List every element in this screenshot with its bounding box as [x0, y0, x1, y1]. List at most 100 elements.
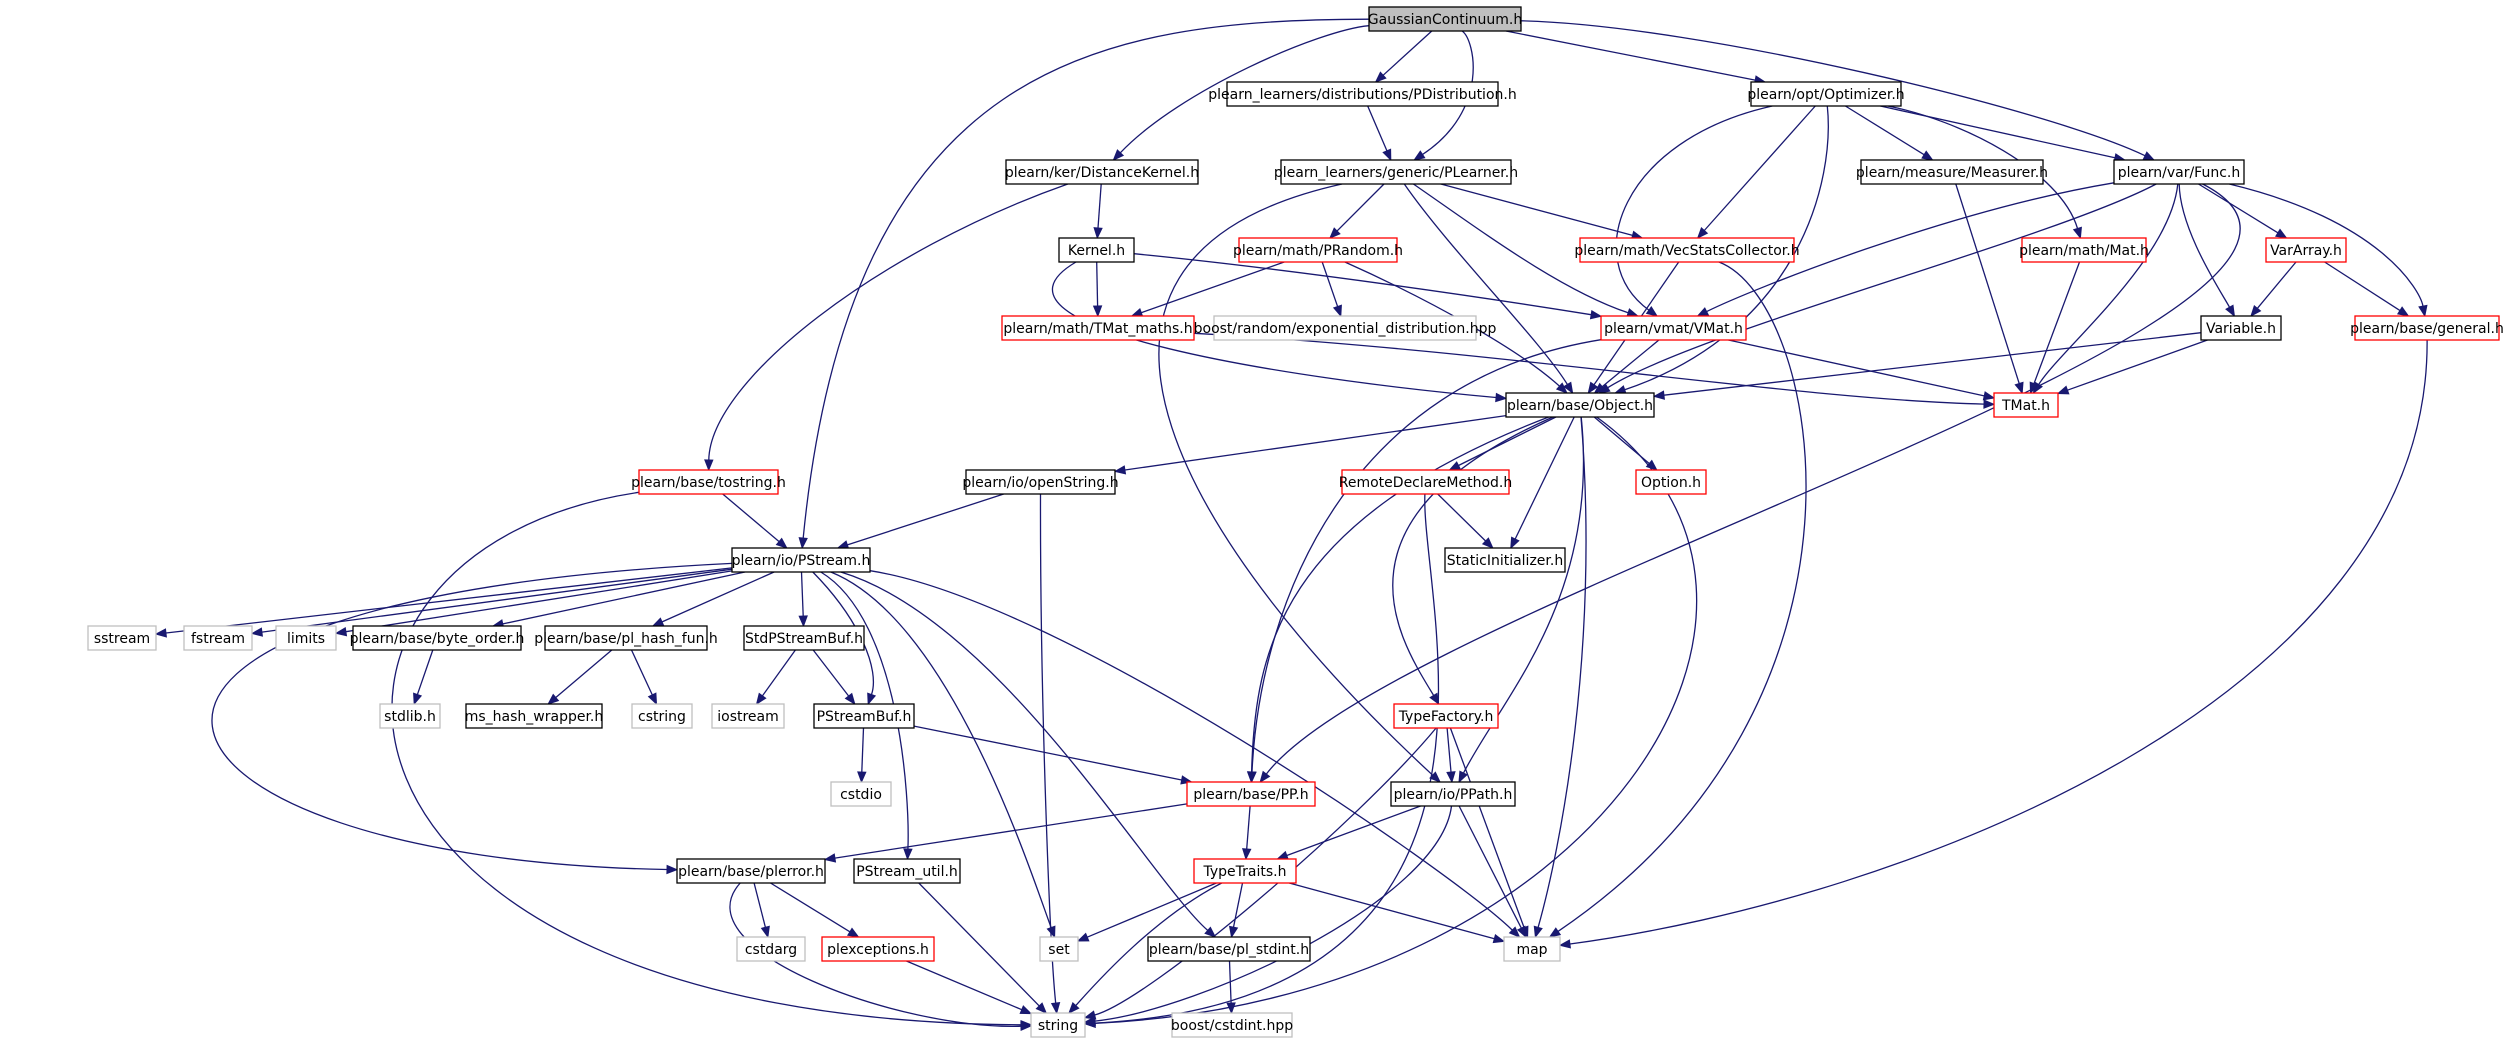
node-label: TMat.h: [2001, 398, 2050, 414]
node-label: TypeTraits.h: [1203, 864, 1287, 880]
edge-general-to-map: [1558, 339, 2428, 949]
edge-pstream-buf-to-cstdio: [857, 727, 867, 784]
node-box: [1039, 936, 1079, 962]
node-plexceptions[interactable]: plexceptions.h: [821, 936, 935, 962]
node-box: [352, 625, 522, 651]
node-box: [1341, 469, 1510, 495]
edge-type-factory-to-string: [1083, 727, 1437, 1020]
edge-byte-order-to-stdlib: [413, 649, 434, 706]
node-string: string: [1030, 1012, 1086, 1038]
edge-optimizer-to-measurer: [1845, 105, 1934, 161]
node-func[interactable]: plearn/var/Func.h: [2113, 159, 2245, 185]
edge-object-to-string: [1083, 416, 1698, 1029]
node-pdistribution[interactable]: plearn_learners/distributions/PDistribut…: [1208, 81, 1517, 107]
edge-tmat-maths-to-tmat: [1193, 332, 1996, 409]
node-box: [2200, 315, 2282, 341]
edge-type-traits-to-set: [1076, 882, 1217, 942]
node-box: [544, 625, 708, 651]
node-label: plearn/measure/Measurer.h: [1856, 165, 2048, 181]
node-optimizer[interactable]: plearn/opt/Optimizer.h: [1747, 81, 1905, 107]
node-label: plearn/base/pl_hash_fun.h: [534, 631, 718, 647]
node-label: plearn/base/general.h: [2350, 321, 2504, 337]
node-pstream-buf[interactable]: PStreamBuf.h: [813, 703, 915, 729]
node-label: plearn/math/TMat_maths.h: [1003, 321, 1192, 337]
graph-edges: [154, 18, 2428, 1031]
edge-plearner-to-vec-stats-collector: [1440, 183, 1644, 240]
node-mat[interactable]: plearn/math/Mat.h: [2019, 237, 2149, 263]
node-box: [743, 625, 865, 651]
node-pl-hash-fun[interactable]: plearn/base/pl_hash_fun.h: [534, 625, 718, 651]
edge-pl-hash-fun-to-ms-hash-wrapper: [547, 649, 613, 705]
edge-object-to-open-string: [1113, 414, 1507, 475]
edge-measurer-to-tmat: [1955, 183, 2024, 395]
node-box: [1860, 159, 2044, 185]
edge-func-to-pp: [1259, 183, 2241, 784]
node-variable[interactable]: Variable.h: [2200, 315, 2282, 341]
node-ppath[interactable]: plearn/io/PPath.h: [1390, 781, 1516, 807]
node-option[interactable]: Option.h: [1635, 469, 1707, 495]
edge-pstream-to-limits: [334, 570, 733, 637]
node-cstdio: cstdio: [830, 781, 892, 807]
node-box: [275, 625, 337, 651]
node-type-traits[interactable]: TypeTraits.h: [1193, 858, 1297, 884]
node-kernel[interactable]: Kernel.h: [1058, 237, 1135, 263]
node-plerror[interactable]: plearn/base/plerror.h: [676, 858, 826, 884]
edge-type-traits-to-map: [1289, 882, 1506, 944]
edge-type-factory-to-map: [1449, 727, 1529, 939]
node-label: plearn/opt/Optimizer.h: [1747, 87, 1904, 103]
node-remote-declare-method[interactable]: RemoteDeclareMethod.h: [1339, 469, 1512, 495]
node-ms-hash-wrapper[interactable]: ms_hash_wrapper.h: [465, 703, 604, 729]
node-tmat-maths[interactable]: plearn/math/TMat_maths.h: [1001, 315, 1195, 341]
edge-std-pstream-buf-to-iostream: [755, 649, 796, 706]
node-label: plearn/io/PStream.h: [732, 553, 871, 569]
node-general[interactable]: plearn/base/general.h: [2350, 315, 2504, 341]
edge-gaussian-continuum-to-pdistribution: [1374, 30, 1433, 83]
edge-vmat-to-object: [1593, 339, 1660, 394]
node-pstream-util[interactable]: PStream_util.h: [853, 858, 961, 884]
edge-tostring-to-pstream: [722, 493, 788, 549]
node-measurer[interactable]: plearn/measure/Measurer.h: [1856, 159, 2048, 185]
edge-plerror-to-string: [729, 882, 1033, 1031]
node-plearner[interactable]: plearn_learners/generic/PLearner.h: [1274, 159, 1518, 185]
node-label: GaussianContinuum.h: [1368, 12, 1522, 28]
node-box: [1505, 392, 1655, 418]
node-box: [1750, 81, 1902, 107]
node-distance-kernel[interactable]: plearn/ker/DistanceKernel.h: [1005, 159, 1199, 185]
node-static-initializer[interactable]: StaticInitializer.h: [1444, 547, 1566, 573]
node-label: plearn/base/pl_stdint.h: [1149, 942, 1309, 958]
edge-pdistribution-to-plearner: [1367, 105, 1392, 162]
node-label: VarArray.h: [2270, 243, 2342, 259]
node-label: plearn/base/byte_order.h: [350, 631, 525, 647]
node-var-array[interactable]: VarArray.h: [2265, 237, 2347, 263]
node-tmat[interactable]: TMat.h: [1993, 392, 2059, 418]
node-prandom[interactable]: plearn/math/PRandom.h: [1233, 237, 1403, 263]
edge-plerror-to-plexceptions: [770, 882, 860, 938]
node-byte-order[interactable]: plearn/base/byte_order.h: [350, 625, 525, 651]
edge-pstream-to-set: [830, 571, 1056, 939]
node-box: [813, 703, 915, 729]
edge-mat-to-tmat: [2029, 261, 2081, 395]
node-open-string[interactable]: plearn/io/openString.h: [962, 469, 1119, 495]
node-gaussian-continuum: GaussianContinuum.h: [1368, 6, 1522, 32]
node-type-factory[interactable]: TypeFactory.h: [1393, 703, 1499, 729]
node-label: stdlib.h: [384, 709, 436, 725]
node-box: [1635, 469, 1707, 495]
node-pstream[interactable]: plearn/io/PStream.h: [731, 547, 871, 573]
node-pl-stdint[interactable]: plearn/base/pl_stdint.h: [1147, 936, 1311, 962]
node-object[interactable]: plearn/base/Object.h: [1505, 392, 1655, 418]
edge-func-to-var-array: [2198, 183, 2288, 239]
node-tostring[interactable]: plearn/base/tostring.h: [631, 469, 786, 495]
node-label: plearn/base/plerror.h: [678, 864, 824, 880]
edge-var-array-to-variable: [2250, 261, 2297, 318]
node-vec-stats-collector[interactable]: plearn/math/VecStatsCollector.h: [1574, 237, 1800, 263]
edge-plearner-to-object: [1403, 183, 1574, 395]
edge-pp-to-type-traits: [1242, 805, 1252, 861]
node-label: StdPStreamBuf.h: [745, 631, 863, 647]
graph-nodes: GaussianContinuum.h plearn_learners/distr…: [87, 6, 2504, 1038]
node-pp[interactable]: plearn/base/PP.h: [1186, 781, 1316, 807]
node-box: [87, 625, 157, 651]
node-std-pstream-buf[interactable]: StdPStreamBuf.h: [743, 625, 865, 651]
edge-object-to-remote-declare-method: [1448, 416, 1557, 471]
node-label: iostream: [717, 709, 779, 725]
node-vmat[interactable]: plearn/vmat/VMat.h: [1600, 315, 1747, 341]
